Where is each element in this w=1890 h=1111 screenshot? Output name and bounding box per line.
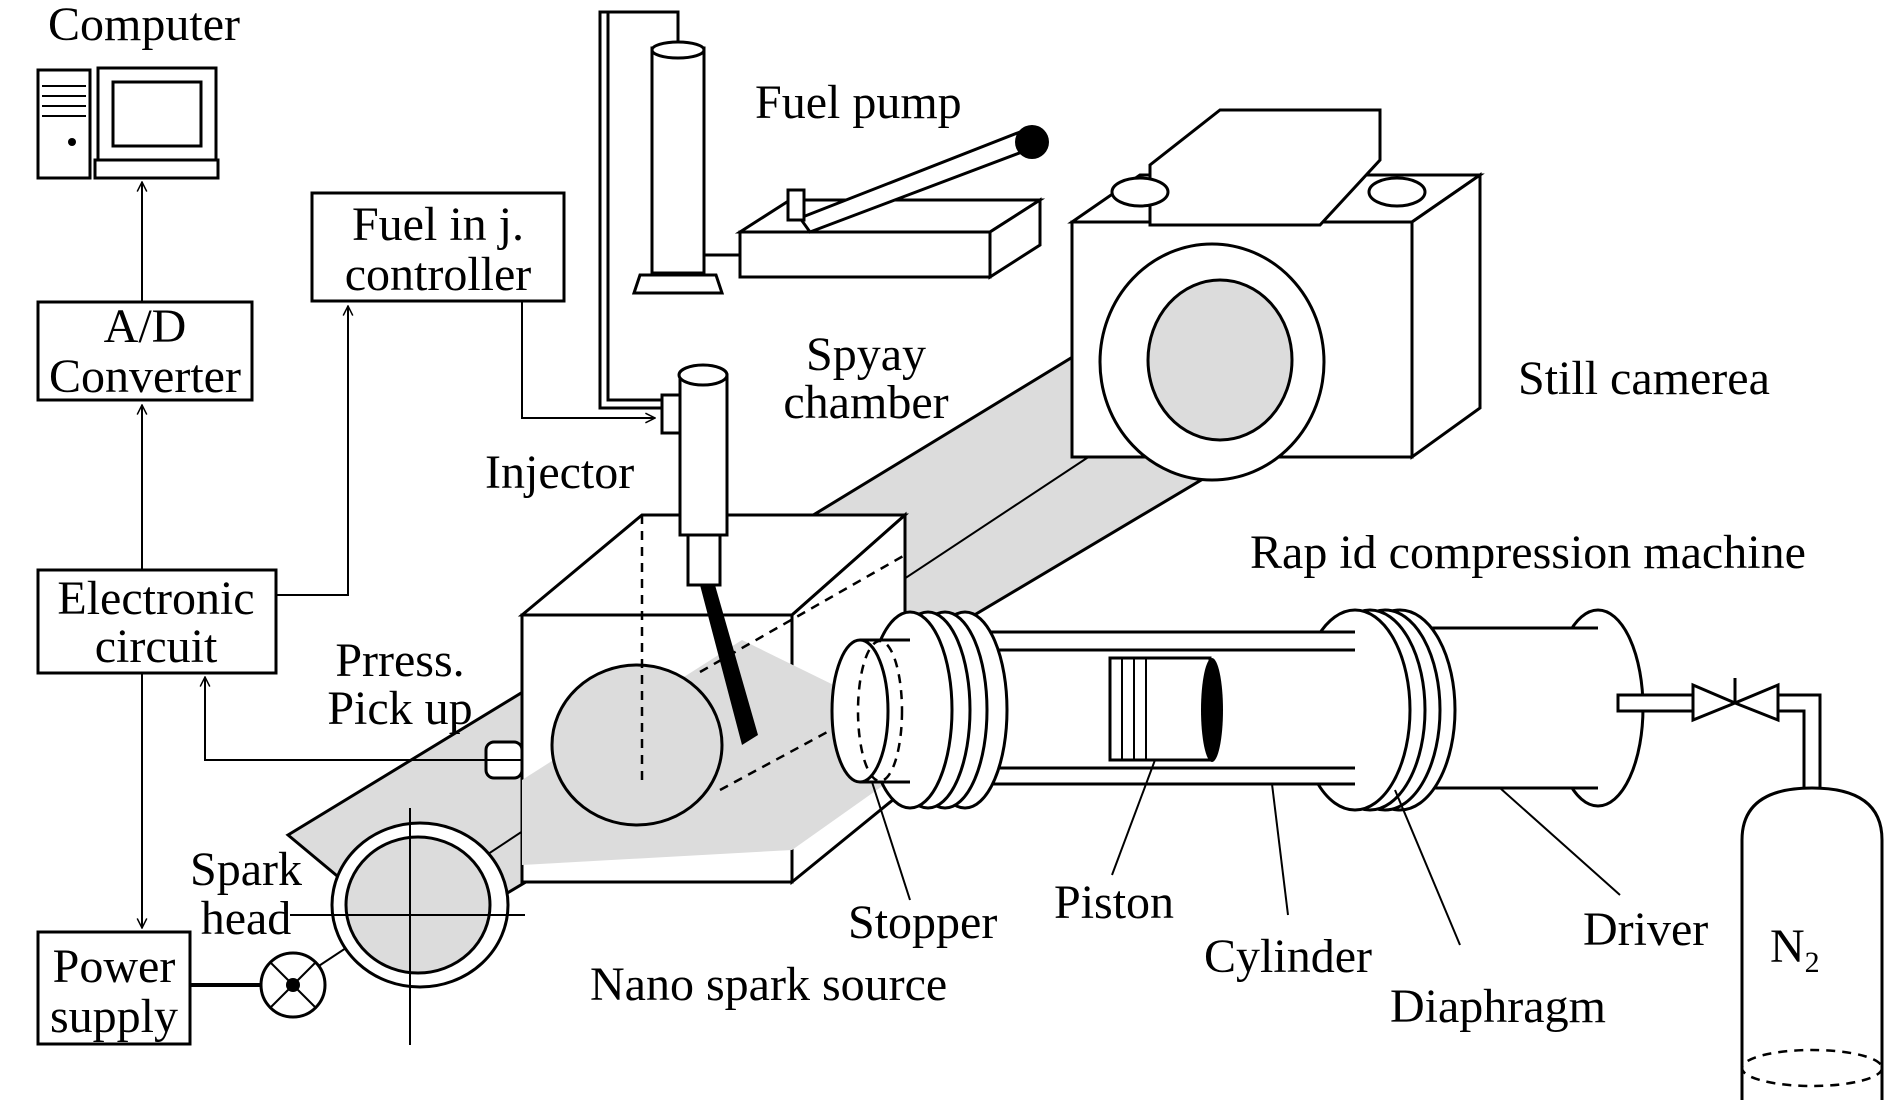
fuel-line-inner: [606, 12, 662, 402]
label-electronic-line2: circuit: [95, 620, 218, 673]
stopper-face: [830, 638, 890, 784]
pump-box-side: [988, 197, 1042, 280]
driver-shaft: [1616, 693, 1695, 713]
label-n2-base: N: [1770, 920, 1805, 973]
label-driver: Driver: [1583, 903, 1708, 956]
label-fuel-pump: Fuel pump: [755, 76, 962, 129]
bottle-base-hidden: [1740, 1048, 1884, 1088]
n2-bottle: [1740, 786, 1884, 1100]
tower-button: [68, 138, 76, 146]
computer-screen: [111, 80, 203, 148]
label-ad-line1: A/D: [104, 300, 187, 353]
label-injector: Injector: [485, 446, 634, 499]
fuel-cylinder-cap: [650, 40, 706, 60]
label-fuel-inj-line1: Fuel in j.: [352, 198, 524, 251]
electronic-circuit-box: [36, 568, 278, 675]
label-ad-line2: Converter: [49, 350, 241, 403]
label-spark-line1: Spark: [190, 843, 302, 896]
piston-leader: [1111, 759, 1156, 876]
valve-left: [1691, 682, 1739, 723]
valve-right: [1731, 682, 1780, 723]
label-computer: Computer: [48, 0, 240, 51]
label-rcm: Rap id compression machine: [1250, 526, 1806, 579]
label-press-line1: Prress.: [335, 634, 464, 687]
chamber-hidden-edge-b: [719, 688, 906, 792]
spark-point: [286, 978, 300, 992]
controller-to-injector-arrow: [521, 301, 655, 418]
label-fuel-inj-line2: controller: [345, 248, 532, 301]
leader-lines: [290, 759, 1621, 946]
fuel-line: [598, 10, 680, 410]
label-still-camera: Still camerea: [1518, 352, 1770, 405]
spray-chamber-box: [517, 511, 909, 886]
computer: [36, 66, 220, 180]
camera-dial-left: [1110, 176, 1170, 208]
injector-port: [660, 393, 682, 435]
label-electronic-line1: Electronic: [57, 572, 254, 625]
injector-top: [677, 363, 729, 387]
label-nano-spark-source: Nano spark source: [590, 958, 947, 1011]
pump-pivot: [786, 188, 806, 222]
fuel-spray-cone: [700, 585, 758, 745]
piston-body: [1108, 656, 1212, 762]
spark-lens-inner: [344, 835, 492, 975]
still-camera: [1067, 108, 1485, 482]
circuit-to-fuel-controller-arrow: [276, 306, 348, 596]
label-stopper: Stopper: [848, 896, 997, 949]
labels: Computer Fuel in j. controller Fuel pump…: [48, 0, 1820, 1043]
camera-prism-housing: [1148, 108, 1382, 227]
label-spray-line2: chamber: [783, 376, 948, 429]
cylinder-leader: [1271, 783, 1289, 916]
injector-body: [678, 373, 729, 537]
label-power-line2: supply: [50, 990, 178, 1043]
fuel-pump: [598, 10, 1049, 410]
bottle-outline: [1740, 786, 1884, 1100]
power-supply-box: [36, 930, 192, 1046]
signal-lines: [142, 182, 655, 987]
computer-base: [93, 158, 220, 180]
gas-line-outer: [1778, 693, 1822, 788]
piston-face: [1201, 658, 1223, 762]
label-piston: Piston: [1054, 876, 1174, 929]
label-spray-line1: Spyay: [806, 328, 926, 381]
ad-converter-box: [36, 300, 254, 402]
rapid-compression-machine: [830, 608, 1822, 812]
stopper-hidden-edge: [856, 639, 904, 783]
gas-line-inner: [1778, 709, 1806, 788]
camera-lens-inner: [1146, 278, 1294, 442]
fuel-inj-controller-box: [310, 191, 566, 303]
pump-box-front: [738, 230, 992, 279]
pump-lever-knob: [1015, 125, 1049, 159]
label-power-line1: Power: [53, 940, 176, 993]
fuel-cylinder-base: [631, 273, 725, 295]
computer-tower: [36, 68, 92, 180]
label-n2-sub: 2: [1805, 946, 1820, 979]
spark-head-assembly: [259, 808, 525, 1045]
diaphragm-leader: [1394, 789, 1461, 946]
label-n2: N2: [1770, 920, 1820, 979]
injector: [660, 363, 729, 587]
camera-dial-right: [1367, 176, 1427, 208]
chamber-window: [550, 663, 724, 827]
label-diaphragm: Diaphragm: [1390, 980, 1606, 1033]
injector-nozzle: [686, 533, 722, 587]
label-cylinder: Cylinder: [1204, 930, 1372, 983]
label-spark-line2: head: [201, 892, 292, 945]
stopper-leader: [871, 781, 911, 901]
pickup-to-circuit-arrow: [205, 677, 522, 761]
camera-side-face: [1410, 172, 1482, 460]
driver-leader: [1499, 787, 1621, 896]
label-press-line2: Pick up: [327, 682, 472, 735]
fuel-cylinder: [650, 46, 706, 275]
